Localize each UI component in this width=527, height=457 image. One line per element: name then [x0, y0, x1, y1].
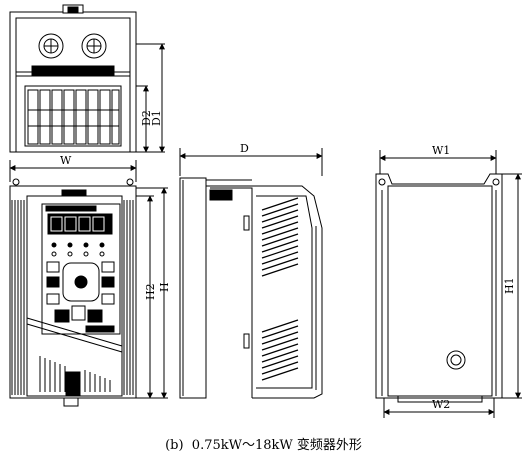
dim-label-h: H [158, 282, 171, 292]
cable-gland-right [81, 33, 107, 59]
led-display [47, 213, 113, 235]
terminal-block [24, 85, 122, 147]
dim-label-d1: D1 [150, 110, 163, 126]
top-view [9, 4, 165, 153]
front-view [9, 160, 168, 407]
jog-knob [74, 275, 88, 289]
left-fins [11, 200, 25, 395]
right-fins [123, 200, 134, 395]
dim-label-w: W [60, 154, 72, 167]
keypad-panel [41, 203, 121, 335]
dim-label-w2: W2 [432, 398, 450, 411]
side-louvers-lower [261, 319, 299, 381]
side-view [179, 148, 323, 399]
dim-label-d2: D2 [140, 110, 153, 126]
dim-label-h1: H1 [503, 277, 516, 294]
dim-label-d: D [240, 142, 249, 155]
side-louvers-upper [261, 197, 299, 277]
back-view [375, 150, 522, 418]
ground-screw [446, 350, 466, 370]
bottom-vent [39, 356, 111, 392]
figure-caption: (b) 0.75kW～18kW 变频器外形 [165, 438, 362, 453]
dim-label-h2: H2 [144, 283, 157, 300]
dim-label-w1: W1 [432, 144, 450, 157]
cable-gland-left [38, 33, 64, 59]
